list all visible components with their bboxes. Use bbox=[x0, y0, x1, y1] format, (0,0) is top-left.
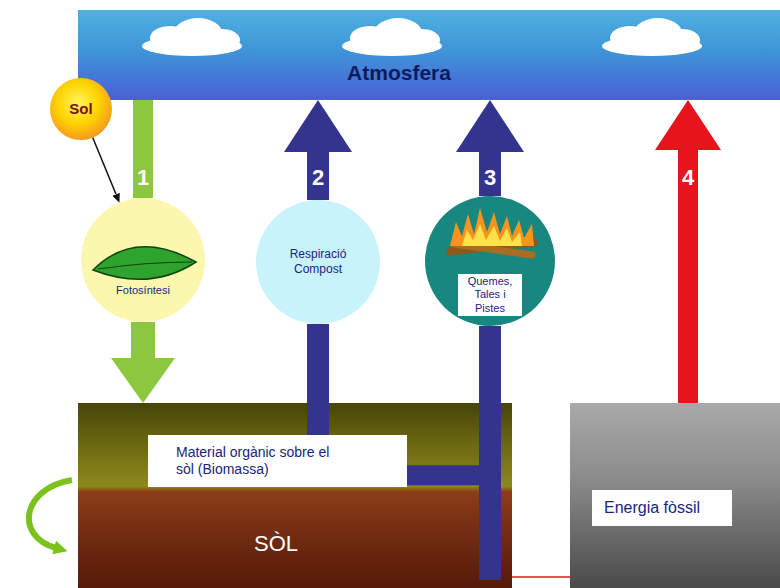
circle-fill bbox=[50, 78, 112, 140]
carbon-flow-arrow bbox=[133, 100, 153, 198]
sunlight-arrow bbox=[93, 138, 116, 195]
node-text: Sol bbox=[69, 100, 92, 118]
callout-number: 2 bbox=[312, 167, 324, 189]
circle-fill bbox=[81, 198, 205, 322]
process-circle: Respiració Compost bbox=[256, 200, 380, 324]
node-text: SÒL bbox=[254, 531, 298, 558]
soil-block: SÒL Material orgànic sobre el sòl (Biomas… bbox=[78, 403, 512, 588]
cycle-arrow bbox=[29, 480, 72, 548]
callout-number: 3 bbox=[484, 167, 496, 189]
biomass-box: Material orgànic sobre el sòl (Biomassa) bbox=[148, 435, 407, 487]
node-text: Quemes, Tales i Pistes bbox=[458, 274, 522, 316]
link-line bbox=[512, 576, 570, 578]
node-text: Respiració Compost bbox=[278, 247, 358, 276]
fire-icon bbox=[446, 208, 538, 259]
process-circle: Quemes, Tales i Pistes bbox=[425, 196, 555, 326]
circle-fill bbox=[256, 200, 380, 324]
node-text: Fotosíntesi bbox=[116, 284, 170, 297]
circle-fill bbox=[425, 196, 555, 326]
callout-number: 4 bbox=[682, 167, 694, 189]
carbon-flow-arrow bbox=[479, 152, 501, 196]
clouds bbox=[142, 18, 702, 56]
node-text: Energia fòssil bbox=[592, 490, 732, 526]
sun-circle: Sol bbox=[50, 78, 112, 140]
carbon-flow-arrow bbox=[307, 152, 329, 200]
node-text: Material orgànic sobre el sòl (Biomassa) bbox=[176, 444, 351, 478]
node-text: Atmosfera bbox=[347, 60, 451, 86]
carbon-flow-arrow bbox=[307, 324, 329, 435]
carbon-flow-arrow bbox=[131, 322, 155, 358]
carbon-flow-arrow bbox=[407, 326, 490, 475]
fossil-block: Energia fòssil bbox=[570, 403, 780, 588]
emission-arrow bbox=[678, 150, 698, 403]
callout-number: 1 bbox=[137, 167, 149, 189]
leaf-icon bbox=[93, 247, 196, 280]
